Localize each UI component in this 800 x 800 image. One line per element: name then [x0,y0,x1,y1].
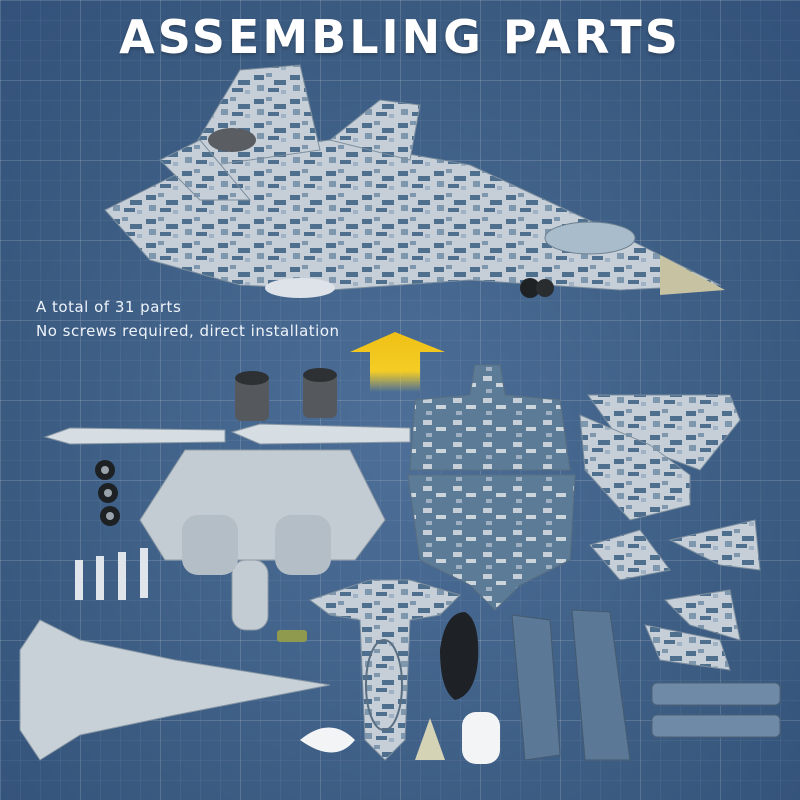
installation-caption: No screws required, direct installation [36,322,340,340]
weapon-pylons [75,548,148,600]
landing-wheels [95,460,120,526]
intake-panels [511,609,631,761]
pilot-seat-part [277,630,307,642]
upper-fuselage-part [407,364,576,611]
canopy-part [440,612,479,700]
wing-parts [579,394,761,671]
nose-section-part [308,579,461,761]
engine-nozzles [235,368,337,421]
page-title: ASSEMBLING PARTS [119,10,681,64]
bottom-fuselage-part [19,619,331,761]
stabilizer-bars [651,682,781,738]
arrow-up-icon [350,332,445,392]
small-white-parts [300,712,500,764]
parts-count-caption: A total of 31 parts [36,298,182,316]
assembled-jet [104,64,725,298]
missiles [43,423,411,445]
lower-fuselage-part [139,449,386,631]
